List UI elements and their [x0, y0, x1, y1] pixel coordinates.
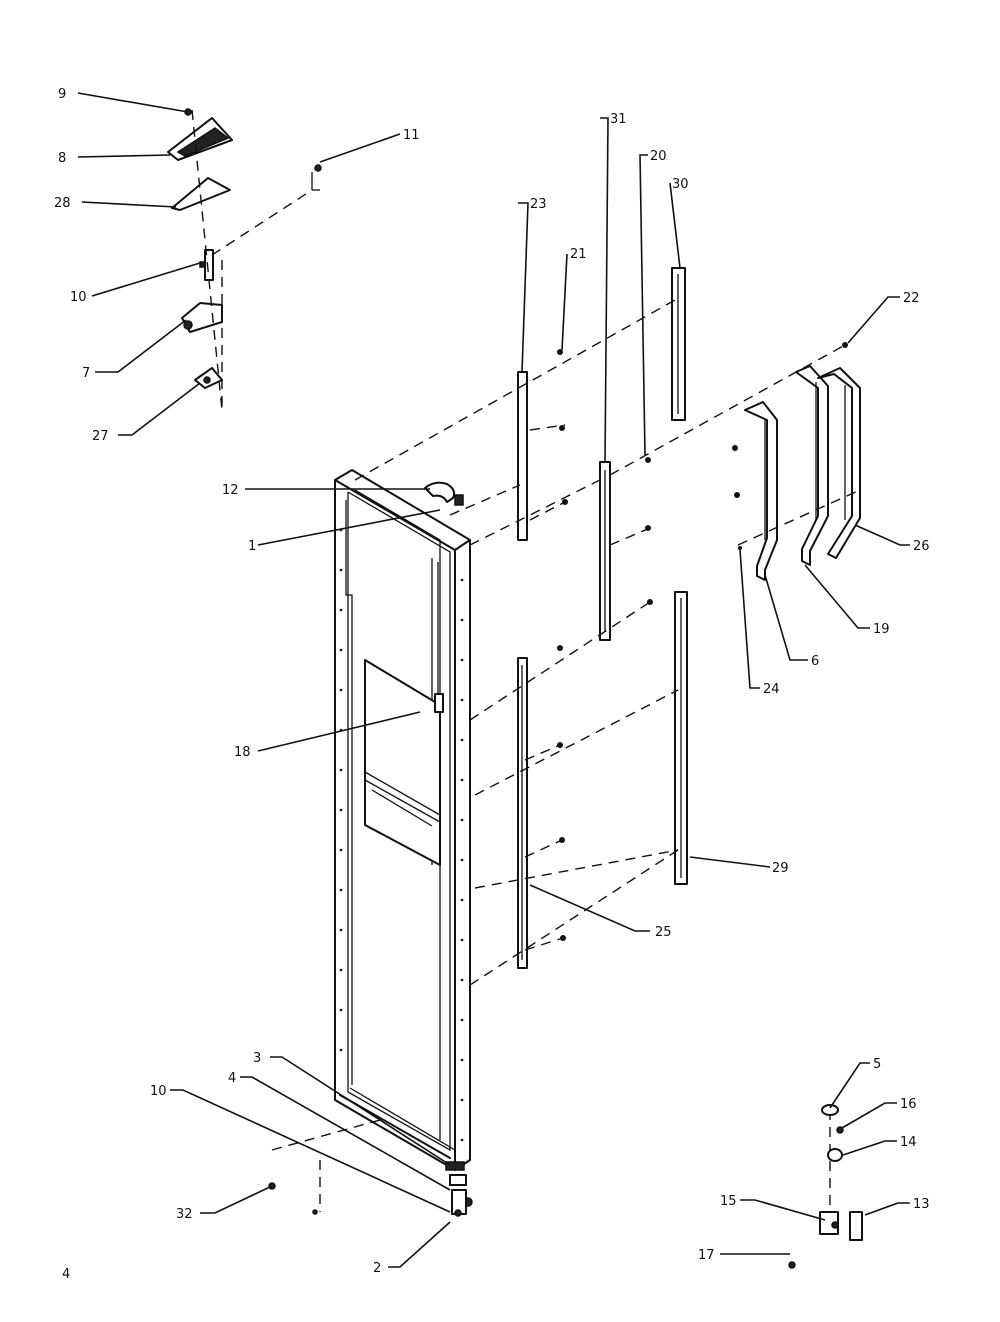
callout-9: 9 — [58, 87, 66, 102]
callout-21: 21 — [570, 247, 587, 262]
trim-strip-25 — [517, 657, 528, 969]
callout-4: 4 — [228, 1071, 236, 1086]
callout-1: 1 — [248, 539, 256, 554]
callout-27: 27 — [92, 429, 109, 444]
trim-strip-23 — [517, 371, 528, 541]
leader-lines — [77, 92, 910, 1268]
screws — [557, 342, 848, 941]
callout-18: 18 — [234, 745, 251, 760]
bracket-6 — [744, 401, 778, 581]
trim-strip-29 — [674, 591, 688, 885]
callout-25: 25 — [655, 925, 672, 940]
callout-15: 15 — [720, 1194, 737, 1209]
callout-5: 5 — [873, 1057, 881, 1072]
callout-30: 30 — [672, 177, 689, 192]
bracket-19 — [795, 365, 829, 566]
callout-20: 20 — [650, 149, 667, 164]
callout-26: 26 — [913, 539, 930, 554]
callout-2: 2 — [373, 1261, 381, 1276]
callout-10-top: 10 — [70, 290, 87, 305]
callout-13: 13 — [913, 1197, 930, 1212]
callout-19: 19 — [873, 622, 890, 637]
alignment-lines — [271, 299, 861, 1225]
callout-29: 29 — [772, 861, 789, 876]
page-number: 4 — [62, 1267, 70, 1282]
bracket-26 — [817, 367, 861, 559]
trim-strip-31 — [599, 461, 611, 641]
callout-10-bottom: 10 — [150, 1084, 167, 1099]
callout-6: 6 — [811, 654, 819, 669]
callout-16: 16 — [900, 1097, 917, 1112]
callout-32: 32 — [176, 1207, 193, 1222]
trim-strip-30 — [671, 267, 686, 421]
callout-7: 7 — [82, 366, 90, 381]
callout-labels: 9 8 11 28 10 7 27 12 1 18 31 20 30 23 21… — [54, 87, 930, 1276]
bottom-hinge-assembly — [268, 1104, 863, 1269]
callout-24: 24 — [763, 682, 780, 697]
callout-31: 31 — [610, 112, 627, 127]
callout-28: 28 — [54, 196, 71, 211]
door-panel — [334, 469, 473, 1217]
callout-11: 11 — [403, 128, 420, 143]
callout-14: 14 — [900, 1135, 917, 1150]
callout-8: 8 — [58, 151, 66, 166]
top-hinge-assembly — [167, 108, 322, 411]
callout-17: 17 — [698, 1248, 715, 1263]
callout-23: 23 — [530, 197, 547, 212]
callout-22: 22 — [903, 291, 920, 306]
callout-3: 3 — [253, 1051, 261, 1066]
callout-12: 12 — [222, 483, 239, 498]
